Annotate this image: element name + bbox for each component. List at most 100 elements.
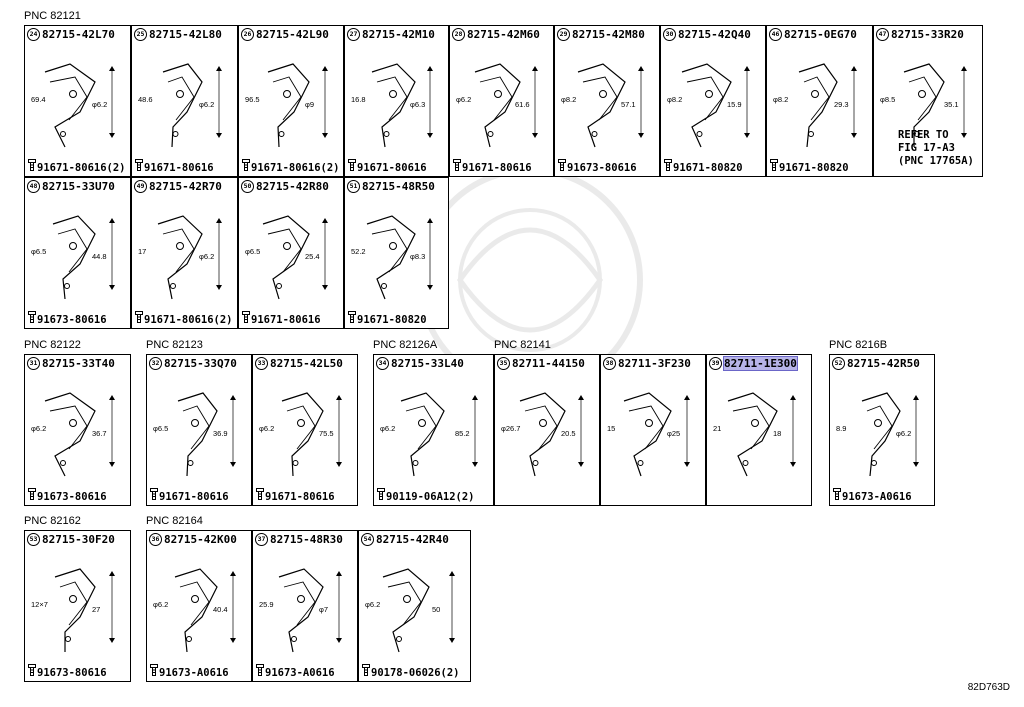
bolt-part-number-link[interactable]: 90119-06A12(2) [386,491,475,503]
bolt-part-number-link[interactable]: 91671-80616 [357,162,427,174]
dimension-label: 85.2 [455,429,470,438]
dimension-label: φ6.2 [199,252,214,261]
dimension-label: φ8.2 [773,95,788,104]
part-drawing: φ6.236.7 [31,392,115,477]
dimension-label: φ25 [667,429,680,438]
dimension-label: φ6.5 [31,247,46,256]
dimension-label: 20.5 [561,429,576,438]
callout-number: 25 [134,28,147,41]
callout-number: 32 [149,357,162,370]
part-drawing: 8.9φ6.2 [836,392,919,477]
bolt-part-number-link[interactable]: 91671-80820 [779,162,849,174]
part-number-link[interactable]: 82715-48R30 [270,533,343,546]
part-number-link[interactable]: 82715-42R80 [256,180,329,193]
dimension-label: 27 [92,605,100,614]
part-number-link[interactable]: 82715-30F20 [42,533,115,546]
part-number-link[interactable]: 82715-33T40 [42,357,115,370]
part-number-link[interactable]: 82715-33Q70 [164,357,237,370]
bolt-part-number-link[interactable]: 91671-80616 [159,491,229,503]
bolt-part-number-link[interactable]: 91673-80616 [567,162,637,174]
part-number-link[interactable]: 82715-33U70 [42,180,115,193]
bolt-part-number-link[interactable]: 91671-80820 [673,162,743,174]
part-number-link[interactable]: 82715-33R20 [891,28,964,41]
part-number-link[interactable]: 82711-44150 [512,357,585,370]
dimension-label: φ6.3 [410,100,425,109]
bolt-part-number-link[interactable]: 91673-A0616 [842,491,912,503]
part-number-link[interactable]: 82715-0EG70 [784,28,857,41]
bolt-part-number-link[interactable]: 91671-80616(2) [144,314,233,326]
bolt-part-number-link[interactable]: 91671-80616 [265,491,335,503]
part-number-link[interactable]: 82715-42L70 [42,28,115,41]
dimension-label: φ6.2 [456,95,471,104]
dimension-label: φ6.2 [365,600,380,609]
part-number-link[interactable]: 82715-42L50 [270,357,343,370]
dimension-label: 25.4 [305,252,320,261]
part-drawing: φ8.229.3 [773,63,857,148]
part-number-link[interactable]: 82715-42M10 [362,28,435,41]
bolt-part-number-link[interactable]: 91673-80616 [37,667,107,679]
dimension-label: φ9 [305,100,314,109]
bolt-part: 91673-80616 [28,311,107,326]
bolt-part: 91673-80616 [28,664,107,679]
part-number-link[interactable]: 82715-42R50 [847,357,920,370]
part-number-link[interactable]: 82715-42K00 [164,533,237,546]
bolt-part-number-link[interactable]: 91671-80616 [251,314,321,326]
callout-number: 53 [27,533,40,546]
bolt-icon [256,664,265,679]
part-number-link[interactable]: 82711-3F230 [618,357,691,370]
dimension-label: 12×7 [31,600,48,609]
bolt-part: 91671-80820 [664,159,743,174]
dimension-label: 69.4 [31,95,46,104]
bolt-icon [242,159,251,174]
part-number-link[interactable]: 82715-42M80 [572,28,645,41]
callout-number: 48 [27,180,40,193]
bolt-part: 91671-80616 [150,488,229,503]
part-drawing: φ6.544.8 [31,215,115,300]
bolt-icon [256,488,265,503]
callout-number: 34 [376,357,389,370]
part-number-link[interactable]: 82711-1E300 [723,356,798,371]
dimension-label: 40.4 [213,605,228,614]
part-number-link[interactable]: 82715-48R50 [362,180,435,193]
bolt-part-number-link[interactable]: 91671-80616 [144,162,214,174]
bolt-part: 91673-A0616 [833,488,912,503]
dimension-label: φ8.2 [667,95,682,104]
dimension-label: 18 [773,429,781,438]
part-drawing: φ6.275.5 [259,392,342,477]
bolt-part-number-link[interactable]: 91673-80616 [37,491,107,503]
bolt-part-number-link[interactable]: 91673-80616 [37,314,107,326]
callout-number: 52 [832,357,845,370]
part-number-link[interactable]: 82715-42L80 [149,28,222,41]
dimension-label: φ6.2 [199,100,214,109]
bolt-part-number-link[interactable]: 91671-80820 [357,314,427,326]
part-number-link[interactable]: 82715-42R40 [376,533,449,546]
dimension-label: φ6.5 [245,247,260,256]
bolt-part-number-link[interactable]: 90178-06026(2) [371,667,460,679]
part-number-link[interactable]: 82715-42R70 [149,180,222,193]
part-number-link[interactable]: 82715-42Q40 [678,28,751,41]
bolt-part-number-link[interactable]: 91671-80616 [462,162,532,174]
part-number-link[interactable]: 82715-33L40 [391,357,464,370]
bolt-part-number-link[interactable]: 91671-80616(2) [37,162,126,174]
part-drawing: 25.9φ7 [259,568,342,653]
part-number-link[interactable]: 82715-42M60 [467,28,540,41]
bolt-part-number-link[interactable]: 91671-80616(2) [251,162,340,174]
bolt-part-number-link[interactable]: 91673-A0616 [265,667,335,679]
bolt-part-number-link[interactable]: 91673-A0616 [159,667,229,679]
part-number-link[interactable]: 82715-42L90 [256,28,329,41]
